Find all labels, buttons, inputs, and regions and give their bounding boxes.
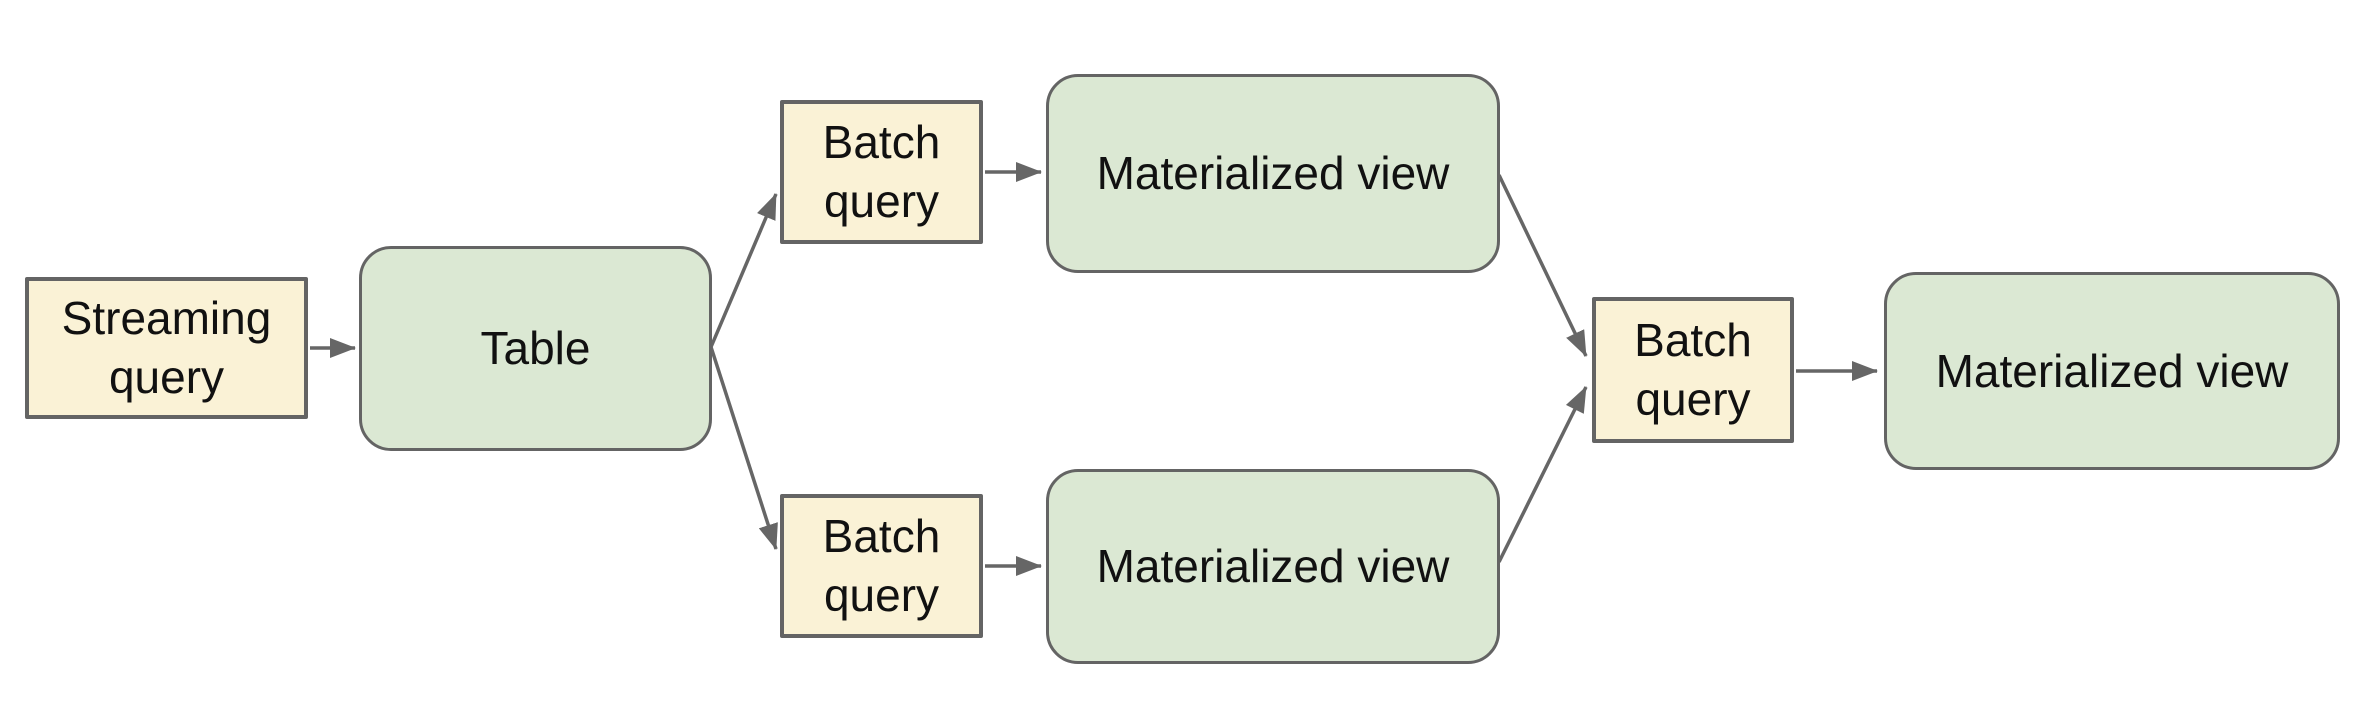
node-label: Materialized view (1096, 540, 1450, 593)
node-label: Batch query (822, 116, 941, 227)
node-label: Streaming query (61, 292, 272, 403)
node-label: Batch query (1634, 314, 1752, 425)
node-materialized-view-bottom: Materialized view (1046, 469, 1500, 664)
edge-mv-bottom-to-batch-query-final (1497, 386, 1588, 563)
node-label: Materialized view (1096, 147, 1450, 200)
edge-table-to-batch-query-top (709, 193, 778, 348)
node-materialized-view-top: Materialized view (1046, 74, 1500, 273)
node-batch-query-final: Batch query (1592, 297, 1794, 443)
edge-table-to-batch-query-bottom (709, 346, 778, 550)
node-batch-query-bottom: Batch query (780, 494, 983, 638)
node-batch-query-top: Batch query (780, 100, 983, 244)
node-table: Table (359, 246, 712, 451)
node-label: Materialized view (1935, 344, 2289, 397)
node-materialized-view-final: Materialized view (1884, 272, 2340, 470)
node-streaming-query: Streaming query (25, 277, 308, 419)
edge-mv-top-to-batch-query-final (1497, 174, 1588, 357)
node-label: Batch query (822, 510, 941, 621)
node-label: Table (480, 322, 591, 375)
